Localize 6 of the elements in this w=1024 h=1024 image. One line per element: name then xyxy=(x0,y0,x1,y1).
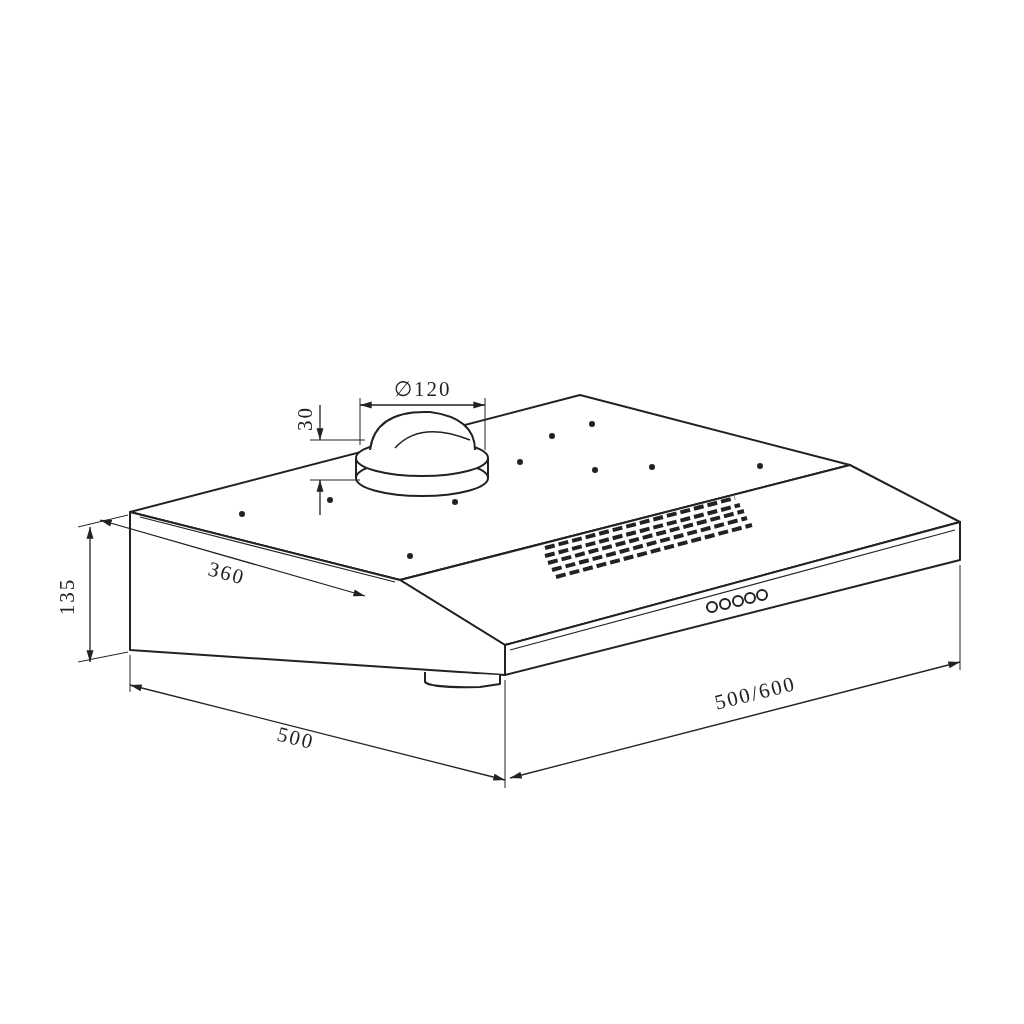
dimension-label: 135 xyxy=(57,577,79,615)
dimension-label: 360 xyxy=(205,558,248,588)
dimension-label: 500 xyxy=(275,723,317,753)
dimension-label: ∅120 xyxy=(394,378,452,400)
dimension-label: 30 xyxy=(294,405,316,431)
dimension-label: 500/600 xyxy=(712,672,798,714)
